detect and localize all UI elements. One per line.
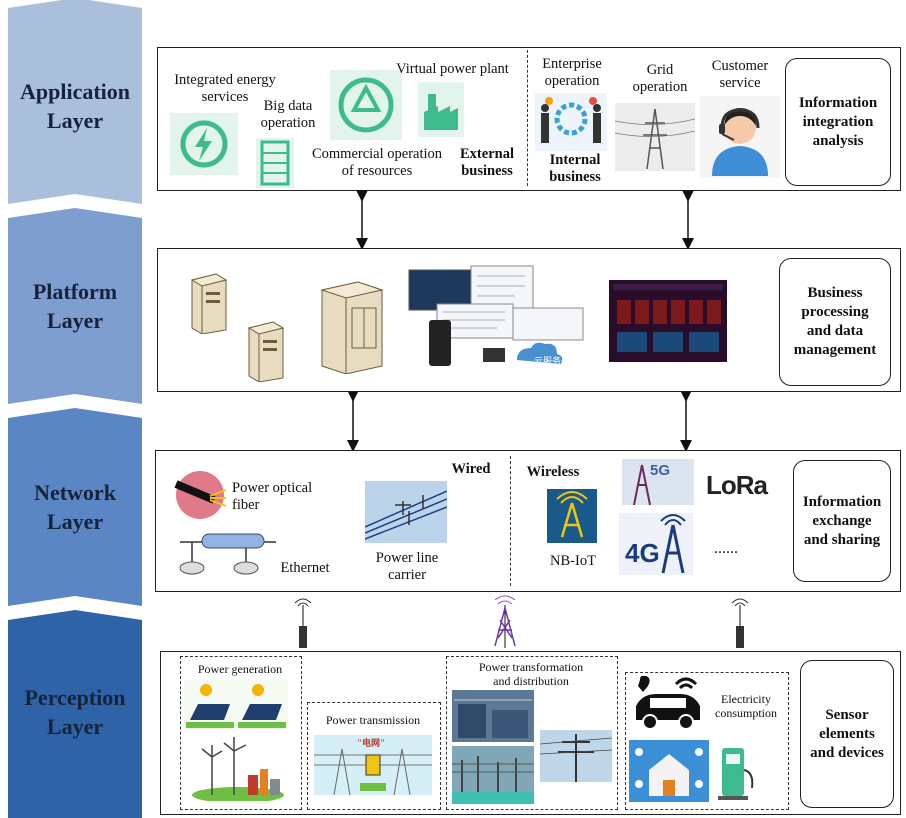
smart-home-icon: [629, 740, 709, 802]
cloud-server-label: 云服务器: [534, 356, 571, 366]
network-layer-label: Network Layer: [0, 478, 150, 536]
charging-station-icon: [712, 742, 758, 800]
recycle-icon: [330, 70, 402, 140]
wind-turbines-icon: [192, 735, 284, 801]
perception-layer-label: Perception Layer: [0, 683, 150, 741]
ethernet-icon: [172, 530, 282, 578]
optical-fiber-icon: [172, 470, 228, 520]
platform-layer-label: Platform Layer: [0, 277, 150, 335]
nbiot-label: NB-IoT: [550, 553, 596, 569]
virtual-power-plant-label: Virtual power plant: [396, 61, 509, 77]
ethernet-label: Ethernet: [280, 560, 330, 576]
wired-label: Wired: [451, 461, 491, 477]
wireless-label: Wireless: [526, 464, 580, 480]
application-label-line1: Application: [19, 79, 131, 104]
monitoring-screens: [405, 264, 585, 372]
network-divider: [510, 456, 511, 586]
power-transformation-box: [446, 656, 618, 810]
antenna-right: [731, 598, 749, 648]
power-transmission-label: Power transmission: [325, 713, 421, 727]
electric-car-icon: [632, 676, 704, 732]
more-label: ......: [714, 540, 738, 557]
server-tower-small-1: [188, 270, 230, 334]
network-label-line1: Network: [34, 480, 116, 505]
transmission-drone-icon: [314, 735, 432, 795]
customer-service-icon: [700, 96, 780, 178]
substation-building-icon: [452, 690, 534, 742]
perception-label-line1: Perception: [24, 685, 126, 710]
application-layer-arrow: [8, 0, 142, 204]
network-panel: [155, 450, 901, 592]
substation-yard-icon: [452, 746, 534, 804]
factory-icon: [418, 82, 464, 137]
lora-label: LoRa: [706, 470, 768, 500]
layer-arrows: [8, 0, 142, 818]
power-generation-box: [180, 656, 302, 810]
server-tower-small-2: [245, 318, 287, 382]
power-transmission-box: [307, 702, 441, 810]
nbiot-icon: [547, 489, 597, 543]
platform-layer-arrow: [8, 208, 142, 404]
power-generation-label: Power generation: [197, 662, 283, 676]
distribution-pole-icon: [540, 730, 612, 782]
4g-label: 4G: [625, 538, 660, 568]
5g-label: 5G: [650, 462, 671, 479]
application-layer-label: Application Layer: [0, 77, 150, 135]
dashboard-screen: [609, 280, 727, 362]
perception-layer-arrow: [8, 610, 142, 818]
antenna-middle: [494, 595, 516, 647]
enterprise-icon: [535, 93, 607, 151]
electricity-consumption-box: [625, 672, 789, 810]
server-icon: [256, 138, 294, 188]
application-label-line2: Layer: [46, 108, 104, 133]
power-line-icon: [365, 481, 447, 543]
5g-tower-icon: [622, 459, 694, 505]
perception-label-line2: Layer: [46, 714, 104, 739]
solar-panels-icon: [184, 680, 288, 730]
platform-label-line2: Layer: [46, 308, 104, 333]
energy-icon: [170, 113, 238, 175]
server-cabinet-large: [318, 278, 386, 374]
antenna-left: [294, 598, 312, 648]
platform-label-line1: Platform: [32, 279, 118, 304]
application-divider: [527, 50, 528, 186]
transmission-sign-label: "电网": [357, 738, 385, 748]
network-label-line2: Layer: [46, 509, 104, 534]
network-layer-arrow: [8, 408, 142, 606]
grid-tower-icon: [615, 103, 695, 171]
4g-tower-icon: [619, 513, 693, 575]
